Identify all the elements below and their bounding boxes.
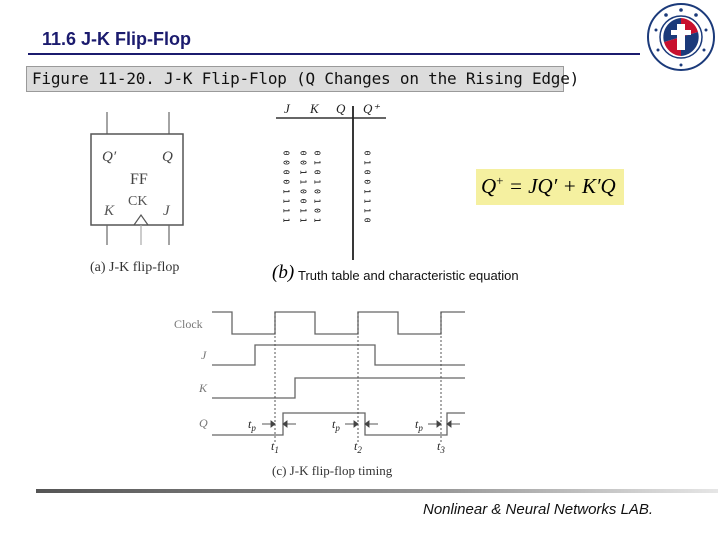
truth-table-cell: 0: [299, 151, 308, 156]
truth-table-cell: 1: [299, 179, 308, 184]
t2-label: t2: [354, 439, 362, 455]
truth-table-cell: 1: [282, 208, 291, 213]
eq-rhs: = JQ′ + K′Q: [503, 174, 616, 198]
truth-table-cell: 0: [363, 179, 372, 184]
title-underline: [28, 53, 640, 55]
truth-table-cell: 0: [282, 151, 291, 156]
tp-label-2: tp: [332, 417, 340, 433]
truth-table-cell: 1: [363, 199, 372, 204]
timing-caption: (c) J-K flip-flop timing: [272, 463, 393, 478]
timing-k-waveform: [212, 377, 465, 399]
ff-clock-label: CK: [128, 194, 147, 209]
truth-table-cell: 1: [313, 218, 322, 223]
truth-table-cell: 1: [363, 160, 372, 165]
equation-highlight: [476, 169, 624, 205]
tp-label-1: tp: [248, 417, 256, 433]
lab-footer: Nonlinear & Neural Networks LAB.: [423, 501, 654, 518]
slide-title: 11.6 J-K Flip-Flop: [42, 29, 192, 49]
truth-table-cell: 1: [363, 208, 372, 213]
truth-table-cell: 0: [282, 179, 291, 184]
truth-table-cell: 1: [313, 199, 322, 204]
truth-table-cell: 1: [363, 189, 372, 194]
t3-label: t3: [437, 439, 445, 455]
flipflop-caption: (a) J-K flip-flop: [90, 260, 180, 275]
truth-table-cell: 0: [299, 189, 308, 194]
tt-header-j: J: [284, 101, 291, 116]
truth-table-cell: 1: [282, 218, 291, 223]
ff-q-label: Q: [162, 149, 173, 165]
ff-qprime-label: Q′: [102, 149, 117, 165]
truth-table-cell: 1: [313, 160, 322, 165]
ff-j-label: J: [163, 203, 171, 219]
truth-table-cell: 0: [363, 218, 372, 223]
figure-caption: Figure 11-20. J-K Flip-Flop (Q Changes o…: [32, 69, 580, 88]
truth-table-cell: 1: [299, 170, 308, 175]
eq-sup: +: [496, 173, 504, 188]
timing-clock-waveform: [212, 311, 465, 335]
tt-header-q: Q: [336, 101, 346, 116]
t1-label: t1: [271, 439, 279, 455]
characteristic-equation: Q+ = JQ′ + K′Q: [481, 173, 616, 199]
footer-rule: [36, 489, 718, 493]
tt-header-qplus: Q⁺: [363, 101, 380, 116]
truth-table-cell: 0: [363, 151, 372, 156]
truth-table-cell: 0: [282, 160, 291, 165]
truth-table-cell: 1: [299, 208, 308, 213]
truth-table-cell: 1: [282, 199, 291, 204]
university-seal-icon: [647, 3, 715, 71]
truth-table-cell: 0: [363, 170, 372, 175]
truth-table-cell: 1: [313, 179, 322, 184]
truth-table-cell: 1: [299, 218, 308, 223]
timing-clock-label: Clock: [174, 317, 203, 331]
ff-k-label: K: [103, 203, 115, 219]
eq-lhs: Q: [481, 174, 497, 198]
jk-flipflop-symbol: Q′ Q FF CK K J: [90, 112, 184, 245]
truth-table-cell: 0: [299, 160, 308, 165]
truth-table-cell: 1: [282, 189, 291, 194]
timing-j-waveform: [212, 344, 465, 366]
truth-table-caption: Truth table and characteristic equation: [298, 268, 519, 283]
timing-diagram: Clock J K Q tp tp tp t1 t2 t3: [174, 311, 465, 455]
timing-j-label: J: [201, 348, 207, 362]
truth-table-cell: 0: [299, 199, 308, 204]
truth-table-part-label: (b): [272, 262, 295, 283]
timing-k-label: K: [198, 381, 208, 395]
truth-table-cell: 0: [282, 170, 291, 175]
tt-header-k: K: [309, 101, 320, 116]
truth-table-cell: 0: [313, 151, 322, 156]
truth-table-cell: 0: [313, 170, 322, 175]
timing-q-label: Q: [199, 416, 208, 430]
tp-label-3: tp: [415, 417, 423, 433]
figure-caption-box: [26, 66, 564, 92]
truth-table-cell: 0: [313, 189, 322, 194]
ff-type-label: FF: [130, 171, 148, 188]
truth-table-cell: 0: [313, 208, 322, 213]
